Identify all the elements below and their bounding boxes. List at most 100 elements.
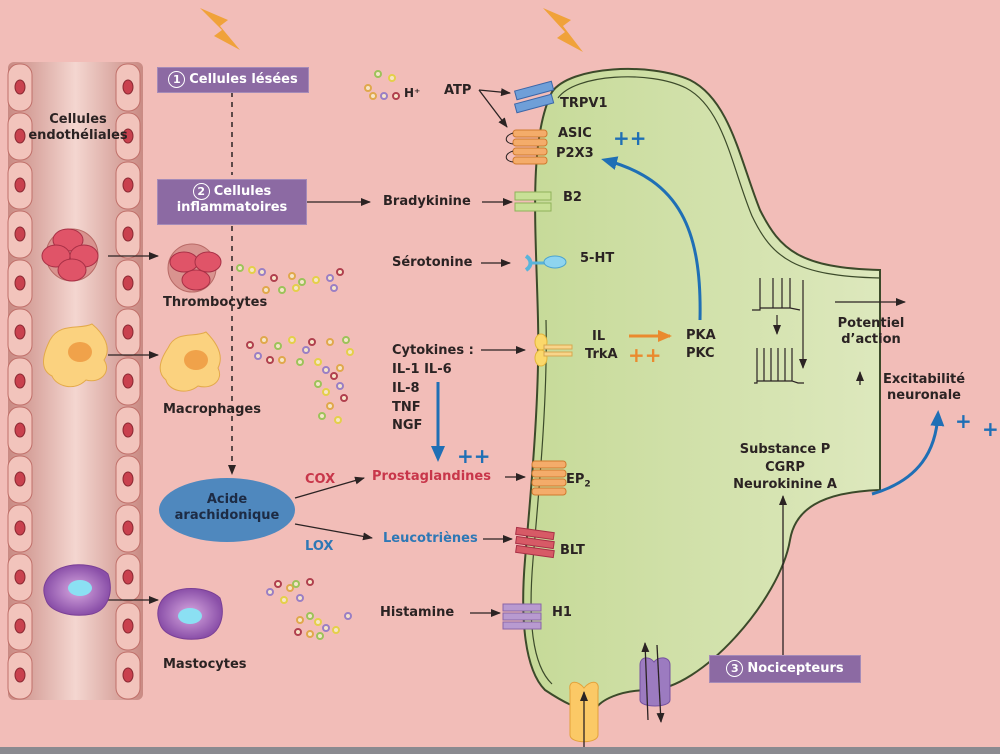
- granule: [278, 286, 286, 294]
- cytokine-item: IL-8: [392, 380, 420, 396]
- arrow-blue-curve: [871, 410, 945, 496]
- granule: [306, 612, 314, 620]
- granule: [292, 580, 300, 588]
- endothelial-nucleus: [122, 324, 134, 340]
- macrophage-cell: [43, 323, 108, 388]
- endothelial-nucleus: [122, 471, 134, 487]
- blt-label: BLT: [560, 543, 585, 558]
- endothelial-nucleus: [122, 569, 134, 585]
- granule: [278, 356, 286, 364]
- ep2-label: EP2: [566, 472, 591, 490]
- macrophage-cell: [159, 331, 221, 392]
- hplus-label: H⁺: [404, 86, 421, 100]
- atp-label: ATP: [444, 83, 472, 98]
- acide-arachidonique-node: [159, 478, 295, 542]
- granule: [296, 616, 304, 624]
- tag-label: Nocicepteurs: [747, 661, 844, 676]
- b2-receptor: [514, 191, 552, 212]
- bradykinine-label: Bradykinine: [383, 194, 471, 209]
- granule: [364, 84, 372, 92]
- trka-label: TrkA: [585, 347, 618, 362]
- acide-arachidonique-label: Acide arachidonique: [167, 492, 287, 523]
- histamine-label: Histamine: [380, 605, 455, 620]
- mastocytes-label: Mastocytes: [163, 657, 247, 672]
- endothelial-nucleus: [14, 373, 26, 389]
- granule: [280, 596, 288, 604]
- serotonine-label: Sérotonine: [392, 255, 473, 270]
- granule: [322, 624, 330, 632]
- tag-label: Cellules: [213, 184, 272, 199]
- arrow: [294, 476, 365, 499]
- endothelial-nucleus: [14, 471, 26, 487]
- asic-label: ASIC: [558, 126, 592, 141]
- granule: [274, 342, 282, 350]
- granule: [344, 612, 352, 620]
- granule: [334, 416, 342, 424]
- granule: [322, 366, 330, 374]
- ep2-receptor: [531, 460, 567, 496]
- ion-channel-purple: [639, 642, 671, 723]
- h1-label: H1: [552, 605, 572, 620]
- ion-channel-yellow: [569, 681, 599, 752]
- granule: [236, 264, 244, 272]
- vessel-label-line: endothéliales: [28, 127, 128, 143]
- plus-plus-sign: ++: [613, 126, 647, 150]
- granule: [306, 578, 314, 586]
- potentiel-line: Potentiel: [837, 316, 905, 331]
- granule: [316, 632, 324, 640]
- granule: [260, 336, 268, 344]
- tag-label: Cellules lésées: [189, 72, 298, 87]
- 5ht-label: 5-HT: [580, 251, 615, 266]
- leucotrienes-label: Leucotriènes: [383, 531, 478, 546]
- granule: [288, 272, 296, 280]
- granule: [246, 341, 254, 349]
- arrow: [294, 523, 373, 541]
- granule: [388, 74, 396, 82]
- step-number: 3: [726, 660, 744, 677]
- granule: [326, 274, 334, 282]
- endothelial-nucleus: [122, 373, 134, 389]
- endothelial-nucleus: [14, 79, 26, 95]
- granule: [270, 274, 278, 282]
- granule: [330, 284, 338, 292]
- endothelial-nucleus: [14, 520, 26, 536]
- step-number: 2: [192, 183, 210, 200]
- lox-label: LOX: [305, 539, 334, 554]
- granule: [340, 394, 348, 402]
- neuropeptide-item: Neurokinine A: [733, 477, 837, 493]
- granule: [342, 336, 350, 344]
- blt-receptor: [515, 526, 555, 559]
- endothelial-nucleus: [14, 128, 26, 144]
- excit-line: Excitabilité: [882, 372, 966, 387]
- granule: [332, 626, 340, 634]
- granule: [336, 382, 344, 390]
- granule: [326, 338, 334, 346]
- cytokines-block: Cytokines : IL-1 IL-6 IL-8 TNF NGF: [392, 342, 474, 436]
- endothelial-nucleus: [14, 667, 26, 683]
- endothelial-nucleus: [122, 422, 134, 438]
- pkc-label: PKC: [686, 346, 715, 361]
- granule: [262, 286, 270, 294]
- endothelial-nucleus: [122, 226, 134, 242]
- granule: [274, 580, 282, 588]
- ep2-text: EP: [566, 472, 585, 487]
- il-trka-receptor: [534, 333, 573, 367]
- step-number: 1: [168, 71, 186, 88]
- granule: [294, 628, 302, 636]
- endothelial-nucleus: [14, 177, 26, 193]
- granule: [322, 388, 330, 396]
- vessel-label-line: Cellules: [49, 112, 107, 127]
- b2-label: B2: [563, 190, 582, 205]
- endothelial-nucleus: [122, 177, 134, 193]
- granule: [266, 356, 274, 364]
- plus-sign: +: [982, 417, 999, 441]
- thrombocytes-label: Thrombocytes: [163, 295, 268, 310]
- lightning-icon: [200, 8, 240, 50]
- cytokine-item: NGF: [392, 418, 423, 434]
- granule: [292, 284, 300, 292]
- granule: [254, 352, 262, 360]
- granule: [288, 336, 296, 344]
- arrow-blue-curve: [601, 156, 702, 321]
- thrombocyte-cell: [167, 243, 222, 293]
